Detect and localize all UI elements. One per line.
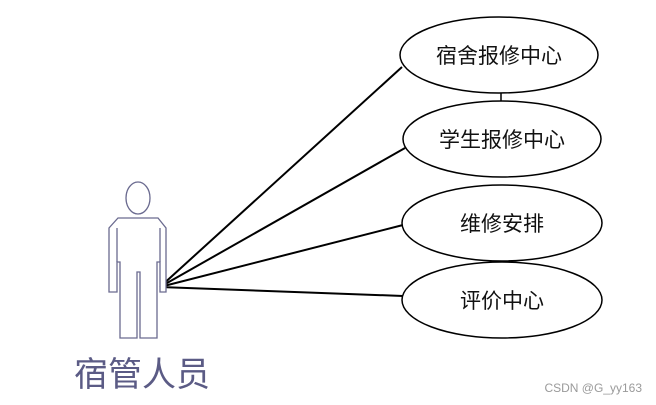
association-line-uc4 [159,286,404,297]
use-case-uc1: 宿舍报修中心 [399,16,599,94]
association-line-uc2 [159,147,406,288]
use-case-uc4: 评价中心 [401,261,603,339]
stick-figure-icon [108,181,167,339]
use-case-ellipse [401,184,603,262]
association-line-uc3 [159,224,404,288]
association-line-uc1 [159,66,403,288]
use-case-ellipse [399,16,599,94]
actor-label: 宿管人员 [74,355,210,395]
use-case-uc3: 维修安排 [401,184,603,262]
use-case-ellipse [401,261,603,339]
use-case-label: 学生报修中心 [439,128,565,152]
use-case-label: 评价中心 [460,289,544,313]
use-case-ellipse [402,100,602,178]
use-case-label: 宿舍报修中心 [436,44,562,68]
use-case-uc2: 学生报修中心 [402,100,602,178]
actor-head [125,181,151,215]
actor-body [108,217,167,339]
use-case-label: 维修安排 [460,212,544,236]
watermark-text: CSDN @G_yy163 [544,381,642,395]
